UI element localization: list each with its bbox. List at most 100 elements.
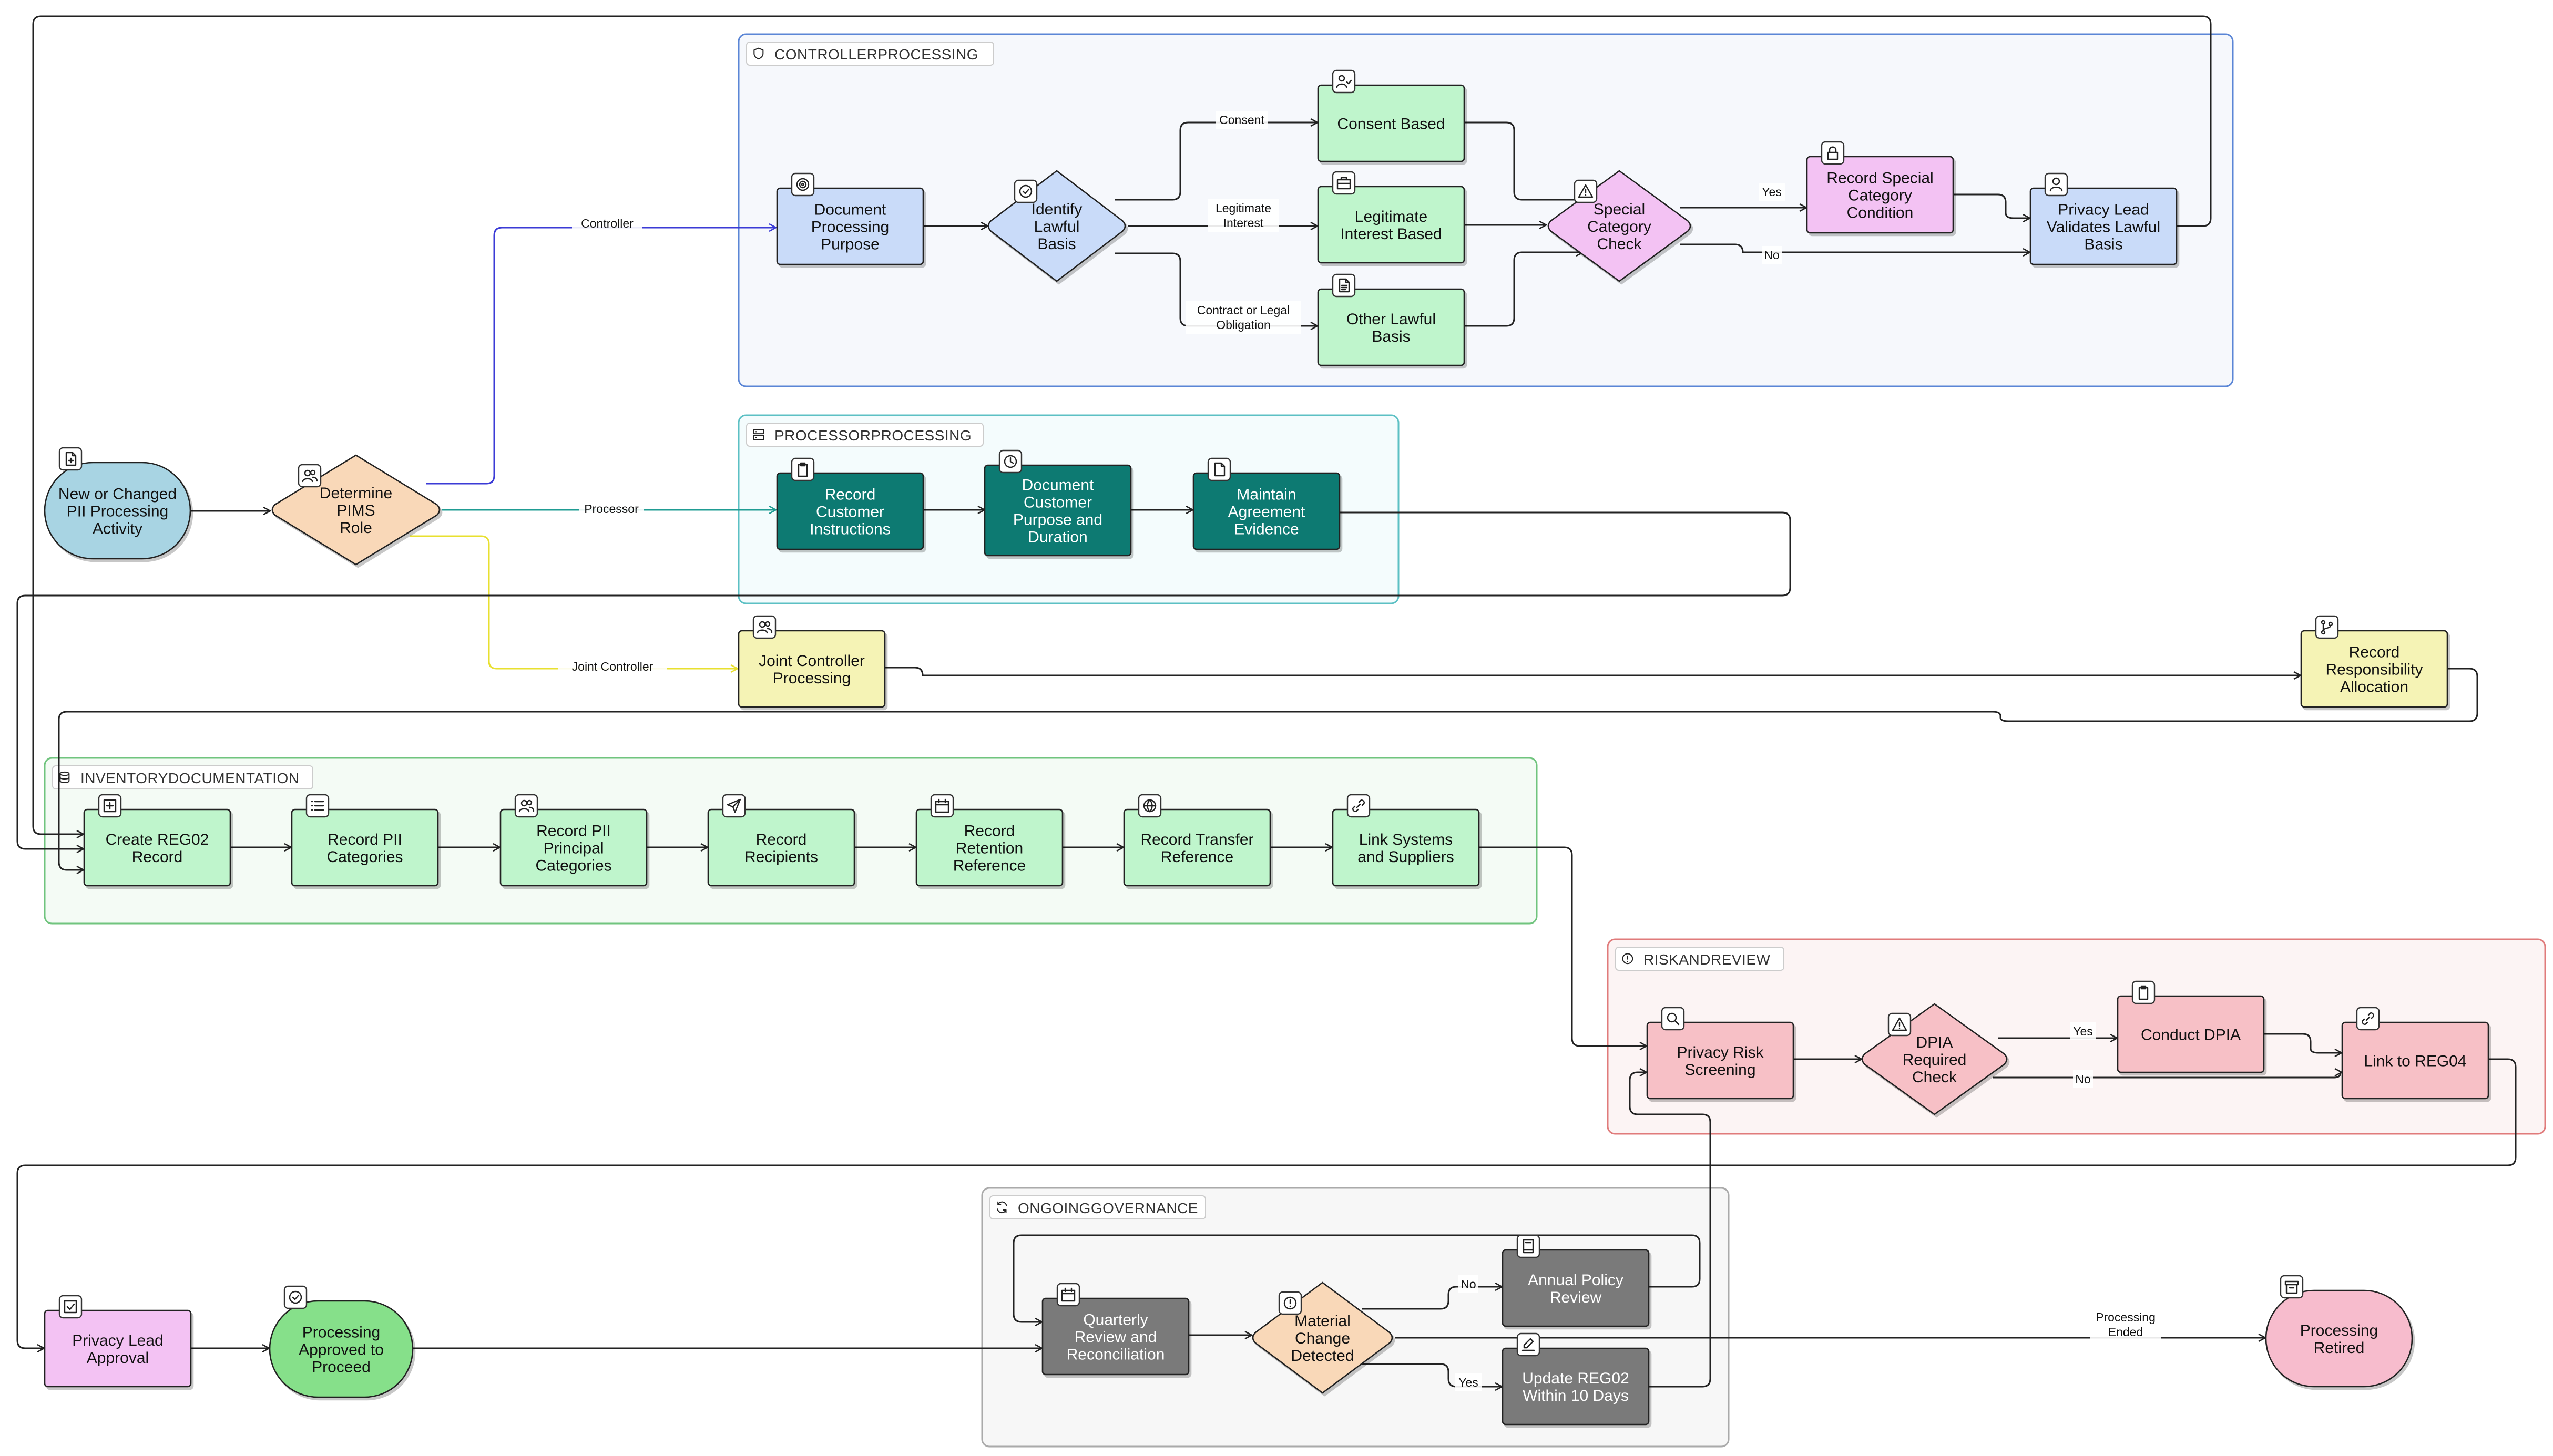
edge-respon-reg02 (58, 668, 2478, 870)
node-dpia[interactable]: Conduct DPIA (2117, 980, 2265, 1073)
edge-label-processor: Processor (579, 500, 644, 518)
node-label: Evidence (1234, 521, 1299, 538)
svg-text:Yes: Yes (1458, 1376, 1478, 1389)
node-label: Document (1022, 477, 1094, 494)
user-icon (2044, 172, 2068, 197)
group-title: CONTROLLERPROCESSING (774, 46, 978, 63)
node-label: Quarterly (1083, 1311, 1148, 1329)
node-label: Categories (326, 848, 403, 866)
edge-material-annual (1362, 1287, 1502, 1310)
node-label: Categories (535, 857, 611, 875)
node-label: Check (1912, 1069, 1957, 1086)
users-icon (514, 794, 538, 818)
edge-other-special (1464, 252, 1582, 327)
node-label: Proceed (312, 1359, 371, 1376)
node-label: Validates Lawful (2047, 219, 2160, 236)
edge-role-joint (410, 535, 737, 669)
node-label: Approved to (299, 1341, 384, 1359)
node-label: Role (340, 519, 372, 537)
node-label: Record (132, 848, 183, 866)
node-label: Screening (1684, 1061, 1755, 1079)
node-label: Privacy Lead (2058, 201, 2149, 219)
node-label: Retired (2314, 1339, 2365, 1357)
node-label: PII Processing (67, 503, 168, 520)
group-title: PROCESSORPROCESSING (774, 427, 972, 444)
clipboard-icon (2131, 980, 2156, 1004)
node-label: Basis (1372, 328, 1410, 345)
node-consent[interactable]: Consent Based (1317, 69, 1465, 162)
node-label: Activity (93, 520, 142, 538)
user-check-icon (1332, 69, 1356, 94)
edge-label-no3: No (1458, 1275, 1478, 1293)
node-label: DPIA (1916, 1034, 1953, 1051)
archive-icon (2280, 1275, 2304, 1299)
svg-text:Joint Controller: Joint Controller (572, 660, 653, 673)
node-label: Within 10 Days (1523, 1387, 1629, 1404)
node-label: Link Systems (1359, 831, 1453, 848)
edge-agree-reg02 (16, 511, 1791, 849)
send-icon (722, 794, 746, 818)
edge-label-no2: No (2073, 1070, 2093, 1088)
svg-text:Controller: Controller (581, 217, 634, 230)
node-label: Basis (1037, 235, 1076, 253)
node-label: Reference (1161, 848, 1233, 866)
edge-label-consent: Consent (1216, 111, 1268, 129)
edge-annual-quarterly (1013, 1234, 1701, 1322)
node-label: Reconciliation (1067, 1346, 1165, 1363)
node-label: Review (1550, 1289, 1602, 1306)
edge-special-validate (1680, 243, 2029, 252)
edge-label-yes3: Yes (1455, 1373, 1482, 1391)
node-label: Retention (956, 840, 1023, 857)
git-branch-icon (2315, 615, 2339, 639)
svg-text:No: No (1764, 248, 1779, 262)
calendar-icon (1056, 1283, 1080, 1307)
edge-dpiacheck-reg04 (1993, 1072, 2341, 1079)
edge-role-controller (426, 228, 775, 485)
edge-dpia-reg04 (2264, 1033, 2341, 1053)
edge-joint-respon (885, 667, 2300, 675)
check-circle-icon (283, 1285, 308, 1309)
node-reg04[interactable]: Link to REG04 (2341, 1007, 2489, 1100)
edge-label-yes1: Yes (1759, 183, 1785, 201)
svg-text:Obligation: Obligation (1216, 318, 1271, 332)
target-icon (791, 172, 815, 197)
node-label: Special (1594, 201, 1645, 218)
node-label: Conduct DPIA (2141, 1027, 2241, 1044)
node-label: Allocation (2340, 679, 2408, 696)
briefcase-icon (1332, 171, 1356, 195)
node-label: Condition (1847, 204, 1914, 222)
calendar-icon (930, 794, 954, 818)
